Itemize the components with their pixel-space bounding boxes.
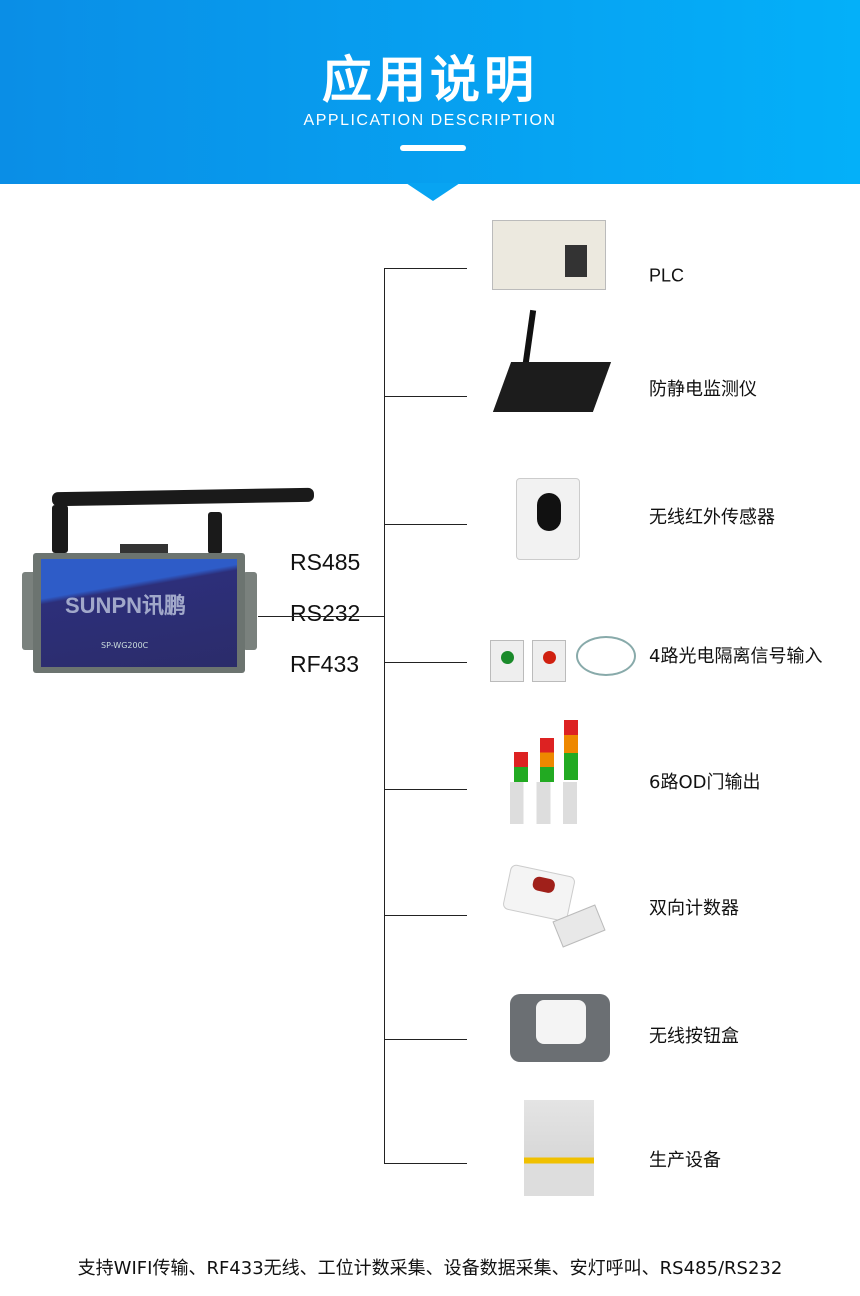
banner-arrow: [406, 183, 460, 201]
signal-tower-image-2: [540, 738, 554, 782]
gateway-connector: [258, 616, 384, 617]
antenna-base-left: [52, 505, 68, 553]
press-machine-image: [524, 1100, 594, 1196]
port-label-rs485: RS485: [290, 549, 361, 575]
photoelectric-input-image: [490, 640, 524, 682]
branch-line: [384, 789, 467, 790]
header-banner: 应用说明 APPLICATION DESCRIPTION: [0, 0, 860, 184]
button-box-image: [510, 994, 610, 1062]
antistatic-monitor-image: [492, 362, 612, 412]
device-label-plc: PLC: [649, 265, 685, 286]
branch-line: [384, 524, 467, 525]
device-label-antistatic: 防静电监测仪: [649, 379, 757, 400]
branch-line: [384, 662, 467, 663]
gateway-model: SP-WG200C: [101, 641, 149, 650]
serial-port: [120, 544, 168, 554]
device-label-od-output: 6路OD门输出: [649, 772, 761, 793]
footer-description: 支持WIFI传输、RF433无线、工位计数采集、设备数据采集、安灯呼叫、RS48…: [77, 1258, 783, 1279]
signal-tower-poles: [510, 782, 586, 824]
sensor-cable-image: [576, 636, 636, 676]
photoelectric-input-image-2: [532, 640, 566, 682]
mount-ear-left: [22, 572, 36, 650]
branch-line: [384, 1163, 467, 1164]
mount-ear-right: [243, 572, 257, 650]
device-label-infrared: 无线红外传感器: [649, 507, 775, 528]
page-title: 应用说明: [322, 51, 538, 109]
counter-image: [501, 863, 577, 923]
port-label-rf433: RF433: [290, 651, 360, 677]
device-label-production: 生产设备: [649, 1150, 721, 1171]
title-underline: [400, 145, 466, 151]
gateway-device: SUNPN讯鹏 SP-WG200C: [33, 553, 245, 673]
plc-image: [492, 220, 606, 290]
branch-line: [384, 396, 467, 397]
gateway-watermark: SUNPN讯鹏: [65, 593, 187, 618]
device-label-button-box: 无线按钮盒: [649, 1026, 739, 1047]
trunk-line: [384, 268, 385, 1164]
antenna-icon: [51, 487, 315, 507]
device-label-photo-input: 4路光电隔离信号输入: [649, 646, 823, 667]
page-subtitle: APPLICATION DESCRIPTION: [303, 112, 557, 129]
infrared-sensor-image: [516, 478, 580, 560]
device-label-counter: 双向计数器: [649, 898, 739, 919]
branch-line: [384, 268, 467, 269]
port-label-rs232: RS232: [290, 600, 361, 626]
branch-line: [384, 1039, 467, 1040]
branch-line: [384, 915, 467, 916]
antenna-base-right: [208, 512, 222, 554]
signal-tower-image: [514, 752, 528, 782]
signal-tower-image-3: [564, 720, 578, 780]
